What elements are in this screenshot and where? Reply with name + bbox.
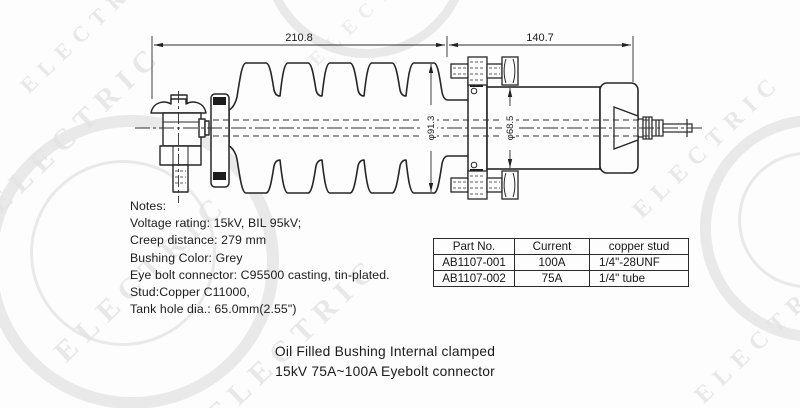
note-line: Bushing Color: Grey: [130, 250, 243, 265]
note-line: Tank hole dia.: 65.0mm(2.55"): [130, 302, 297, 317]
eyebolt-connector: [150, 94, 210, 193]
mounting-stud-bottom: [450, 170, 519, 200]
table-row: AB1107-002 75A 1/4" tube: [433, 270, 689, 287]
dimension-label-right: 140.7: [526, 32, 554, 44]
table-cell-copper-stud: 1/4"-28UNF: [589, 254, 689, 271]
table-row: AB1107-001 100A 1/4"-28UNF: [433, 254, 689, 271]
dimension-label-left: 210.8: [285, 32, 313, 44]
parts-table: Part No. Current copper stud AB1107-001 …: [433, 238, 689, 287]
stud-rod: [486, 63, 503, 79]
dimension-label-body-diameter: φ68.5: [505, 116, 516, 141]
flange-bolt-hole-bottom: [470, 161, 478, 169]
title-line-2: 15kV 75A~100A Eyebolt connector: [275, 364, 495, 379]
stud-block: [467, 56, 488, 86]
stud-rod: [486, 177, 503, 193]
table-cell-current: 100A: [514, 254, 590, 271]
table-cell-part-no: AB1107-002: [433, 270, 515, 287]
table-header-current: Current: [514, 238, 590, 255]
mounting-stud-top: [450, 56, 519, 86]
notes-heading: Notes:: [130, 199, 167, 213]
note-line: Voltage rating: 15kV, BIL 95kV;: [130, 216, 302, 231]
dimension-lines-top: [151, 36, 634, 99]
stud-stub: [450, 177, 469, 193]
eyebolt-body: [162, 112, 202, 147]
table-header-copper-stud: copper stud: [589, 238, 689, 255]
note-line: Stud:Copper C11000,: [130, 285, 250, 300]
table-cell-current: 75A: [514, 270, 590, 287]
table-cell-copper-stud: 1/4" tube: [589, 270, 689, 287]
end-cap-disc: [210, 93, 230, 188]
eyebolt-hex-nut: [159, 145, 202, 166]
table-header-part-no: Part No.: [433, 238, 515, 255]
flange-bolt-hole-top: [470, 87, 478, 95]
centerlines: [135, 91, 702, 203]
drawing-title: Oil Filled Bushing Internal clamped 15kV…: [185, 342, 585, 382]
stud-block: [467, 170, 488, 200]
note-line: Creep distance: 279 mm: [130, 233, 267, 248]
table-header-row: Part No. Current copper stud: [433, 238, 689, 255]
table-cell-part-no: AB1107-001: [433, 254, 515, 271]
notes-block: Notes: Voltage rating: 15kV, BIL 95kV; C…: [130, 198, 390, 318]
title-line-1: Oil Filled Bushing Internal clamped: [274, 344, 496, 359]
diameter-dimensions: φ91.3 φ68.5: [423, 64, 516, 192]
note-line: Eye bolt connector: C95500 casting, tin-…: [130, 267, 390, 282]
dimension-label-shed-diameter: φ91.3: [426, 116, 437, 141]
stud-stub: [450, 63, 469, 79]
left-end-cap: [210, 93, 230, 188]
tank-cylinder-group: [486, 82, 639, 174]
conductor-bore-lines: [213, 119, 662, 137]
clamp-block-top: [213, 97, 226, 105]
clamp-block-bottom: [213, 172, 226, 180]
eyebolt-threaded-stud: [172, 164, 189, 193]
